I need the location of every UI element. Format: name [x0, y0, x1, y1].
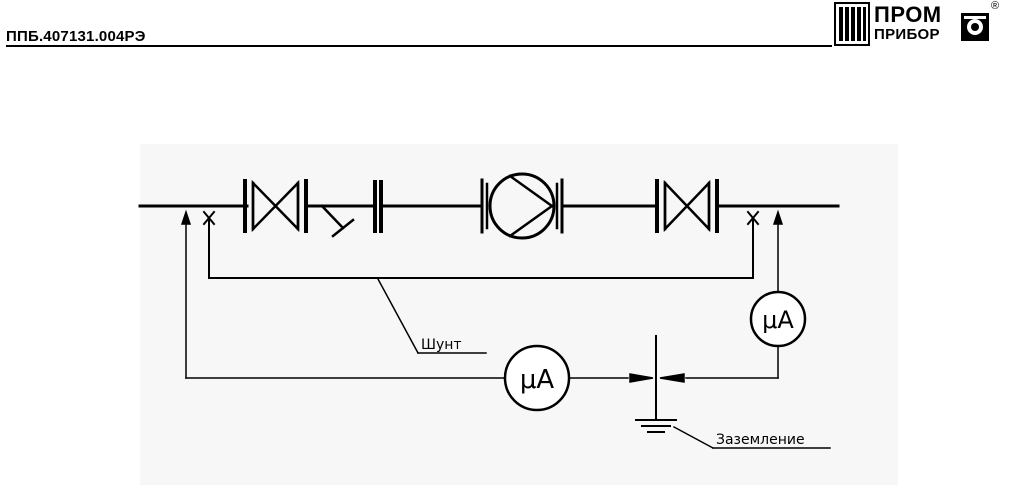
header-rule [6, 45, 832, 47]
pump-icon [480, 172, 564, 240]
ground-label: Заземление [716, 432, 805, 448]
right-measuring-circuit [659, 209, 784, 383]
left-valve-icon [243, 179, 308, 233]
gauge-square-icon [961, 13, 989, 41]
logo-text-prom: ПРОМ [874, 2, 942, 27]
shunt-label: Шунт [421, 337, 462, 353]
shunt-leader [376, 277, 487, 355]
logo-text-pribor: ПРИБОР [874, 26, 940, 43]
company-logo: ПРОМ ПРИБОР ® [834, 0, 1014, 46]
left-measuring-circuit [180, 209, 654, 383]
right-meter-label: μA [762, 306, 794, 334]
right-valve-icon [655, 179, 719, 233]
ground-leader [672, 425, 831, 450]
shunt-conductor [202, 210, 760, 279]
left-meter-label: μA [520, 365, 555, 395]
flange-icon [373, 180, 383, 233]
left-microammeter [503, 344, 571, 412]
ground-symbol-icon [635, 335, 677, 433]
npo-lettermark-icon [834, 2, 870, 46]
filter-branch-icon [320, 204, 355, 238]
document-code: ППБ.407131.004РЭ [6, 28, 146, 45]
right-microammeter [749, 290, 807, 348]
registered-mark: ® [991, 0, 1000, 12]
